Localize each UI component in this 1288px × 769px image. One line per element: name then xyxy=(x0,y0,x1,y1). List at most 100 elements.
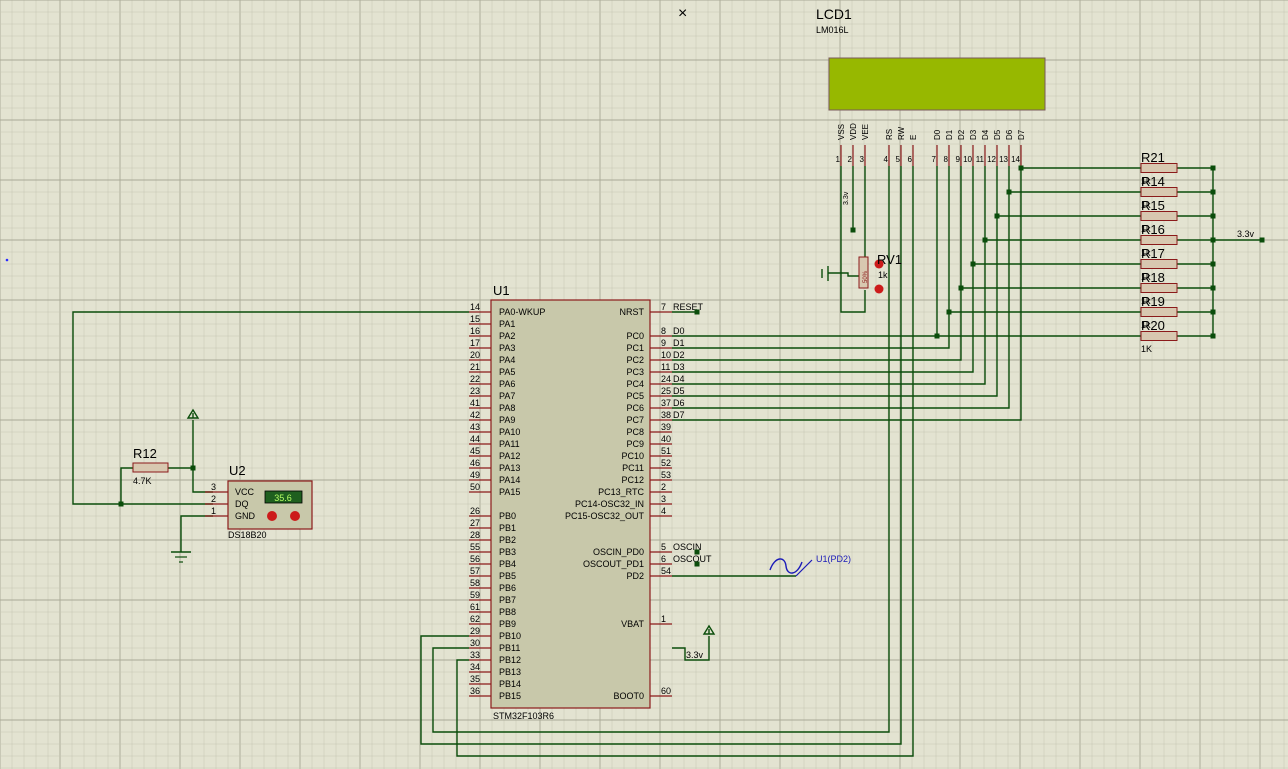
mcu-left-pin-number: 41 xyxy=(470,398,480,408)
mcu-net-label: D2 xyxy=(673,350,685,360)
pullup-resistor-ref: R16 xyxy=(1141,222,1165,237)
pullup-resistor-value: 1k xyxy=(1141,296,1151,306)
mcu-right-pin-name: PC7 xyxy=(626,415,644,425)
mcu-left-pin-name: PB6 xyxy=(499,583,516,593)
pullup-resistor-value: 1k xyxy=(1141,224,1151,234)
pullup-resistor-body xyxy=(1140,283,1178,293)
lcd-pin-number: 5 xyxy=(896,155,901,164)
mcu-right-pin-number: 4 xyxy=(661,506,666,516)
lcd-pin-number: 4 xyxy=(884,155,889,164)
power-symbols: 3.3v xyxy=(171,408,813,660)
mcu-right-pin-number: 60 xyxy=(661,686,671,696)
pullup-resistor-ref: R21 xyxy=(1141,150,1165,165)
mcu-right-pin-number: 10 xyxy=(661,350,671,360)
mcu-left-pin-number: 26 xyxy=(470,506,480,516)
mcu-left-pin-name: PA14 xyxy=(499,475,520,485)
lcd-screen xyxy=(828,57,1046,111)
mcu-right-pin-name: OSCIN_PD0 xyxy=(593,547,644,557)
pot-value-label: 1k xyxy=(878,270,888,280)
mcu-left-pin-name: PB1 xyxy=(499,523,516,533)
mcu-left-pin-name: PB9 xyxy=(499,619,516,629)
mcu-right-pin-number: 24 xyxy=(661,374,671,384)
lcd-pin-name: E xyxy=(909,135,918,140)
mcu-right-pin-number: 37 xyxy=(661,398,671,408)
lcd-component[interactable]: LCD1 LM016L VSS1VDD2VEE3RS4RW5E6D07D18D2… xyxy=(816,6,1046,205)
voltage-probe-icon xyxy=(795,559,813,577)
resistor-r12[interactable]: R12 4.7K xyxy=(132,446,169,486)
mcu-left-pin-name: PA0-WKUP xyxy=(499,307,545,317)
lcd-pin-name: D6 xyxy=(1005,129,1014,140)
pullup-resistor-ref: R14 xyxy=(1141,174,1165,189)
sensor-temp-up-button[interactable] xyxy=(290,511,300,521)
mcu-left-pin-name: PB8 xyxy=(499,607,516,617)
sensor-temp-down-button[interactable] xyxy=(267,511,277,521)
pot-rv1[interactable]: 50% RV1 1k xyxy=(858,252,902,294)
mcu-left-pin-name: PA2 xyxy=(499,331,515,341)
mcu-left-pin-name: PB0 xyxy=(499,511,516,521)
mcu-right-pin-number: 25 xyxy=(661,386,671,396)
mcu-right-pin-number: 5 xyxy=(661,542,666,552)
mcu-left-pin-number: 45 xyxy=(470,446,480,456)
mcu-net-label: D5 xyxy=(673,386,685,396)
lcd-pin-number: 7 xyxy=(932,155,937,164)
mcu-right-pin-name: PC15-OSC32_OUT xyxy=(565,511,645,521)
mcu-right-pin-number: 1 xyxy=(661,614,666,624)
mcu-left-pin-name: PB14 xyxy=(499,679,521,689)
lcd-pin-number: 2 xyxy=(848,155,853,164)
lcd-pin-name: D2 xyxy=(957,129,966,140)
mcu-right-pin-number: 40 xyxy=(661,434,671,444)
pot-adjust-up[interactable] xyxy=(874,259,884,269)
lcd-pin-name: VDD xyxy=(849,123,858,140)
r12-ref-label: R12 xyxy=(133,446,157,461)
pullup-resistor-ref: R18 xyxy=(1141,270,1165,285)
lcd-ref-label: LCD1 xyxy=(816,6,852,22)
pot-adjust-down[interactable] xyxy=(874,284,884,294)
origin-dot xyxy=(5,258,9,262)
mcu-right-pin-name: PC3 xyxy=(626,367,644,377)
mcu-right-pin-name: PC12 xyxy=(621,475,644,485)
cursor-cross-mark: × xyxy=(678,5,687,22)
mcu-right-pin-name: PC6 xyxy=(626,403,644,413)
mcu-right-pin-number: 11 xyxy=(661,362,670,372)
mcu-right-pin-name: PC9 xyxy=(626,439,644,449)
lcd-pin-name: D3 xyxy=(969,129,978,140)
lcd-pin-number: 9 xyxy=(956,155,961,164)
mcu-right-pin-name: PC5 xyxy=(626,391,644,401)
mcu-left-pin-name: PA6 xyxy=(499,379,515,389)
mcu-net-label: RESET xyxy=(673,302,704,312)
mcu-right-pin-name: VBAT xyxy=(621,619,644,629)
lcd-pin-number: 12 xyxy=(987,155,996,164)
mcu-left-pin-number: 15 xyxy=(470,314,480,324)
mcu-right-pin-number: 7 xyxy=(661,302,666,312)
lcd-pin-name: VEE xyxy=(861,124,870,140)
probe-label: U1(PD2) xyxy=(816,554,851,564)
pullup-resistor-value: 1K xyxy=(1141,344,1152,354)
mcu-right-pin-name: PC8 xyxy=(626,427,644,437)
sensor-pin-name: DQ xyxy=(235,499,249,509)
lcd-pin-number: 13 xyxy=(999,155,1008,164)
pot-body xyxy=(858,256,869,289)
sensor-reading: 35.6 xyxy=(274,493,292,503)
vbat-supply-label: 3.3v xyxy=(686,650,704,660)
mcu-left-pin-number: 14 xyxy=(470,302,480,312)
pot-ref-label: RV1 xyxy=(877,252,902,267)
mcu-body xyxy=(490,299,651,709)
mcu-left-pin-number: 27 xyxy=(470,518,480,528)
mcu-right-pin-name: PC4 xyxy=(626,379,644,389)
pullup-resistor-body xyxy=(1140,187,1178,197)
mcu-left-pin-name: PB5 xyxy=(499,571,516,581)
mcu-left-pin-number: 17 xyxy=(470,338,480,348)
mcu-left-pin-name: PA9 xyxy=(499,415,515,425)
lcd-pin-number: 11 xyxy=(976,155,985,164)
mcu-left-pin-number: 23 xyxy=(470,386,480,396)
mcu-left-pin-number: 55 xyxy=(470,542,480,552)
mcu-left-pin-name: PB11 xyxy=(499,643,520,653)
mcu-left-pin-name: PA1 xyxy=(499,319,515,329)
mcu-left-pin-number: 58 xyxy=(470,578,480,588)
mcu-left-pin-name: PA5 xyxy=(499,367,515,377)
sensor-pin-number: 2 xyxy=(211,494,216,504)
